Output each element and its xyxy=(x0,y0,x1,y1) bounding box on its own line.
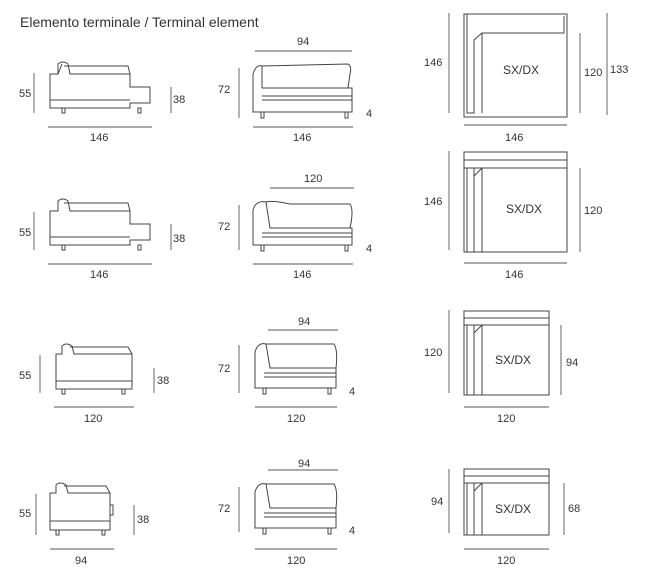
plan-bottom-label: 146 xyxy=(505,132,523,144)
side-width-label: 146 xyxy=(90,132,108,144)
side-arm-label: 38 xyxy=(173,94,185,106)
front-width-label: 120 xyxy=(287,555,305,567)
plan-label: SX/DX xyxy=(503,63,539,77)
plan-left-label: 120 xyxy=(424,347,442,359)
plan-right-label: 120 xyxy=(584,67,602,79)
plan-label: SX/DX xyxy=(495,502,531,516)
side-view-3: 55 38 120 xyxy=(19,343,169,425)
plan-left-label: 146 xyxy=(424,196,442,208)
front-width-label: 146 xyxy=(293,269,311,281)
side-arm-label: 38 xyxy=(173,233,185,245)
plan-view-2: 146 SX/DX 120 146 xyxy=(424,151,602,281)
front-width-label: 146 xyxy=(293,132,311,144)
front-foot-label: 4 xyxy=(366,108,372,120)
plan-left-label: 146 xyxy=(424,57,442,69)
side-height-label: 55 xyxy=(19,508,31,520)
front-foot-label: 4 xyxy=(366,243,372,255)
side-view-2: 55 38 146 xyxy=(19,198,185,281)
front-top-label: 94 xyxy=(297,36,309,48)
front-view-3: 94 72 120 4 xyxy=(218,316,355,425)
side-view-4: 55 38 94 xyxy=(19,482,149,567)
side-arm-label: 38 xyxy=(137,514,149,526)
side-width-label: 120 xyxy=(84,413,102,425)
page-title: Elemento terminale / Terminal element xyxy=(20,14,259,30)
front-height-label: 72 xyxy=(218,503,230,515)
plan-label: SX/DX xyxy=(506,202,542,216)
side-width-label: 146 xyxy=(90,269,108,281)
front-height-label: 72 xyxy=(218,221,230,233)
plan-bottom-label: 146 xyxy=(505,269,523,281)
front-top-label: 120 xyxy=(304,173,322,185)
side-view-1: 55 38 146 xyxy=(19,61,185,144)
plan-view-4: 94 SX/DX 68 120 xyxy=(431,468,580,567)
plan-bottom-label: 120 xyxy=(497,555,515,567)
front-top-label: 94 xyxy=(298,316,310,328)
side-width-label: 94 xyxy=(75,555,87,567)
front-height-label: 72 xyxy=(218,84,230,96)
side-arm-label: 38 xyxy=(157,375,169,387)
plan-right2-label: 133 xyxy=(610,64,628,76)
plan-right-label: 68 xyxy=(568,503,580,515)
plan-left-label: 94 xyxy=(431,496,443,508)
plan-view-1: 146 SX/DX 120 133 146 xyxy=(424,13,628,144)
side-height-label: 55 xyxy=(19,227,31,239)
plan-view-3: 120 SX/DX 94 120 xyxy=(424,310,578,425)
front-foot-label: 4 xyxy=(349,525,355,537)
plan-right-label: 120 xyxy=(584,205,602,217)
front-view-2: 120 72 146 4 xyxy=(218,173,372,281)
front-top-label: 94 xyxy=(298,458,310,470)
plan-label: SX/DX xyxy=(495,353,531,367)
plan-right-label: 94 xyxy=(566,357,578,369)
side-height-label: 55 xyxy=(19,88,31,100)
plan-bottom-label: 120 xyxy=(497,413,515,425)
front-foot-label: 4 xyxy=(349,386,355,398)
front-view-1: 94 72 146 4 xyxy=(218,36,372,144)
front-view-4: 94 72 120 4 xyxy=(218,458,355,567)
front-width-label: 120 xyxy=(287,413,305,425)
front-height-label: 72 xyxy=(218,363,230,375)
side-height-label: 55 xyxy=(19,370,31,382)
